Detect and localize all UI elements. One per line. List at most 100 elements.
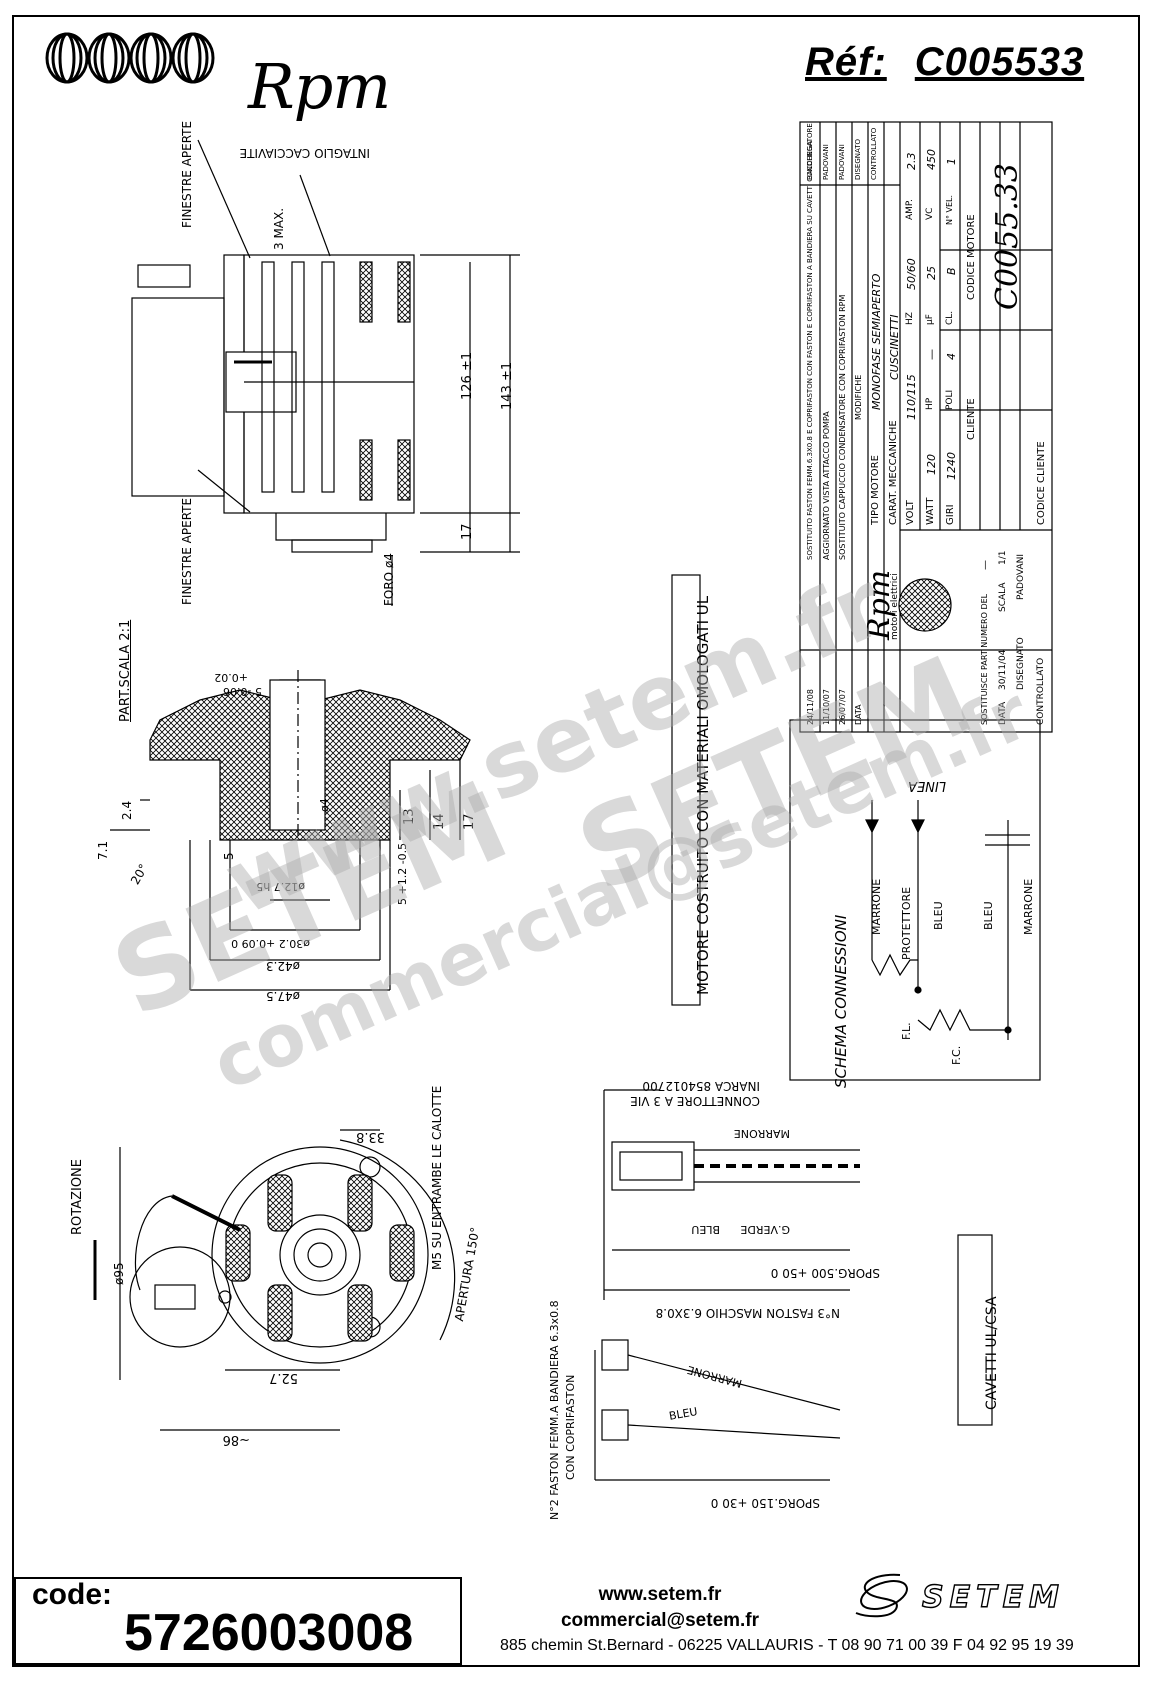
watt-label: WATT xyxy=(925,497,936,525)
rev-3-dis: BACCHEGA xyxy=(806,140,814,180)
scala-label: SCALA xyxy=(998,582,1008,612)
fastons-label: N°3 FASTON MASCHIO 6.3X0.8 xyxy=(655,1306,840,1320)
dim-17-side: 17 xyxy=(460,523,475,540)
volt-label: VOLT xyxy=(905,500,916,525)
wiring-protettore: PROTETTORE xyxy=(900,886,913,960)
connector-label: CONNETTORE A 3 VIE xyxy=(630,1094,760,1108)
tol-top: +0.02 xyxy=(214,671,248,684)
uf: 25 xyxy=(925,266,938,280)
flag-faston-drawing xyxy=(594,1339,841,1481)
vc-label: VC xyxy=(925,207,935,220)
rev-1-mod: SOSTITUITO CAPPUCCIO CONDENSATORE CON CO… xyxy=(838,294,847,560)
rev-2-mod: AGGIORNATO VISTA ATTACCO POMPA xyxy=(822,411,831,560)
wiring-bleu-1: BLEU xyxy=(932,901,945,930)
screw-cut-label: INTAGLIO CACCIAVITE xyxy=(239,146,370,160)
tipo-motore: MONOFASE SEMIAPERTO xyxy=(870,273,883,410)
rev-3-mod: SOSTITUITO FASTON FEMM.6.3X0.8 E COPRIFA… xyxy=(806,123,814,560)
wiring-bleu-2: BLEU xyxy=(982,901,995,930)
scala-value: 1/1 xyxy=(998,550,1008,565)
m5-note: M5 SU ENTRAMBE LE CALOTTE xyxy=(430,1085,444,1270)
dim-33-8: 33.8 xyxy=(356,1129,385,1144)
windows-open-top: FINESTRE APERTE xyxy=(180,120,194,228)
cavetti-note: CAVETTI UL/CSA xyxy=(984,1296,1000,1410)
detail-view xyxy=(110,670,471,991)
codice-motore: C0055.33 xyxy=(990,162,1025,310)
poli: 4 xyxy=(945,353,958,360)
address-line: 885 chemin St.Bernard - 06225 VALLAURIS … xyxy=(500,1637,1074,1654)
disegnato-label: DISEGNATO xyxy=(1016,637,1026,690)
controllato-label: CONTROLLATO xyxy=(1036,657,1046,725)
cl: B xyxy=(945,267,958,275)
giri-label: GIRI xyxy=(945,504,956,525)
dim-52-7: 52.7 xyxy=(269,1370,298,1385)
wiring-fl: F.L. xyxy=(900,1022,913,1040)
flag-note-2: CON COPRIFASTON xyxy=(564,1374,577,1480)
vc: 450 xyxy=(925,149,938,170)
uf-label: µF xyxy=(925,314,935,325)
disegnato-value: PADOVANI xyxy=(1016,554,1026,600)
sporg-150: SPORG.150 +30 0 xyxy=(710,1496,820,1510)
giri: 1240 xyxy=(945,452,958,480)
windows-open-bottom: FINESTRE APERTE xyxy=(180,497,194,605)
page-frame xyxy=(12,15,1140,1667)
rpm-logo: Rpm xyxy=(45,28,391,123)
connector-gverde: G.VERDE xyxy=(740,1223,790,1236)
codice-motore-label: CODICE MOTORE xyxy=(966,214,977,300)
wiring-marrone-1: MARRONE xyxy=(870,878,883,935)
wiring-diagram xyxy=(789,719,1041,1081)
watt: 120 xyxy=(925,454,938,475)
hz-label: HZ xyxy=(905,312,915,325)
brand-name: Rpm xyxy=(248,50,391,123)
hdr-contr: CONTROLLATO xyxy=(870,127,878,180)
flag-note-1: N°2 FASTON FEMM.A BANDIERA 6.3x0.8 xyxy=(548,1300,561,1520)
cliente-label: CLIENTE xyxy=(966,398,977,440)
connector-marrone: MARRONE xyxy=(733,1127,790,1140)
ul-note-box xyxy=(671,574,701,1006)
dim-7-1: 7.1 xyxy=(96,840,110,860)
hp: — xyxy=(925,349,938,360)
hdr-dis: DISEGNATO xyxy=(854,138,862,180)
carat-label: CARAT. MECCANICHE xyxy=(888,420,899,525)
wiring-title: SCHEMA CONNESSIONI xyxy=(832,914,850,1088)
poli-label: POLI xyxy=(945,389,955,410)
email-link[interactable]: commercial@setem.fr xyxy=(560,1610,760,1631)
rev-1-dis: PADOVANI xyxy=(838,144,846,180)
hole-label: FORO ø4 xyxy=(382,553,396,606)
dim-143: 143 ±1 xyxy=(500,361,515,410)
sostituisce-val: — xyxy=(980,560,991,570)
dim-126: 126 ±1 xyxy=(460,351,475,400)
side-view xyxy=(131,139,520,606)
dim-86: ~86 xyxy=(222,1432,250,1447)
code-value: 5726003008 xyxy=(124,1604,414,1662)
wiring-marrone-2: MARRONE xyxy=(1022,878,1035,935)
carat: CUSCINETTI xyxy=(888,314,901,380)
code-label: code: xyxy=(32,1578,113,1611)
contact-block: www.setem.fr commercial@setem.fr xyxy=(500,1582,820,1634)
detail-scale: PART.SCALA 2:1 xyxy=(118,619,133,722)
volt: 110/115 xyxy=(905,374,918,420)
amp: 2.3 xyxy=(905,152,918,171)
front-view xyxy=(93,1129,456,1431)
dia-95: ø95 xyxy=(112,1262,126,1285)
setem-brand: SETEM xyxy=(922,1580,1065,1615)
cl-label: CL. xyxy=(945,310,955,325)
hp-label: HP xyxy=(925,397,935,410)
rev-2-dis: PADOVANI xyxy=(822,144,830,180)
title-block xyxy=(799,121,1053,733)
hdr-mod: MODIFICHE xyxy=(854,374,863,420)
wiring-fc: F.C. xyxy=(950,1045,963,1065)
code-box xyxy=(14,1577,462,1665)
amp-label: AMP. xyxy=(905,199,915,220)
setem-logo: SETEM xyxy=(852,1567,1124,1625)
tipo-motore-label: TIPO MOTORE xyxy=(870,455,881,525)
ref-value: C005533 xyxy=(914,40,1085,84)
tol-bottom: 5 -0.06 xyxy=(223,685,262,698)
hz: 50/60 xyxy=(905,258,918,290)
connector-drawing xyxy=(603,1089,860,1300)
website-link[interactable]: www.setem.fr xyxy=(598,1584,722,1605)
dim-2-4: 2.4 xyxy=(120,800,134,820)
connector-bleu: BLEU xyxy=(691,1223,720,1236)
sporg-500: SPORG.500 +50 0 xyxy=(770,1266,880,1280)
nvel-label: N° VEL. xyxy=(945,194,954,225)
nvel: 1 xyxy=(945,158,958,165)
